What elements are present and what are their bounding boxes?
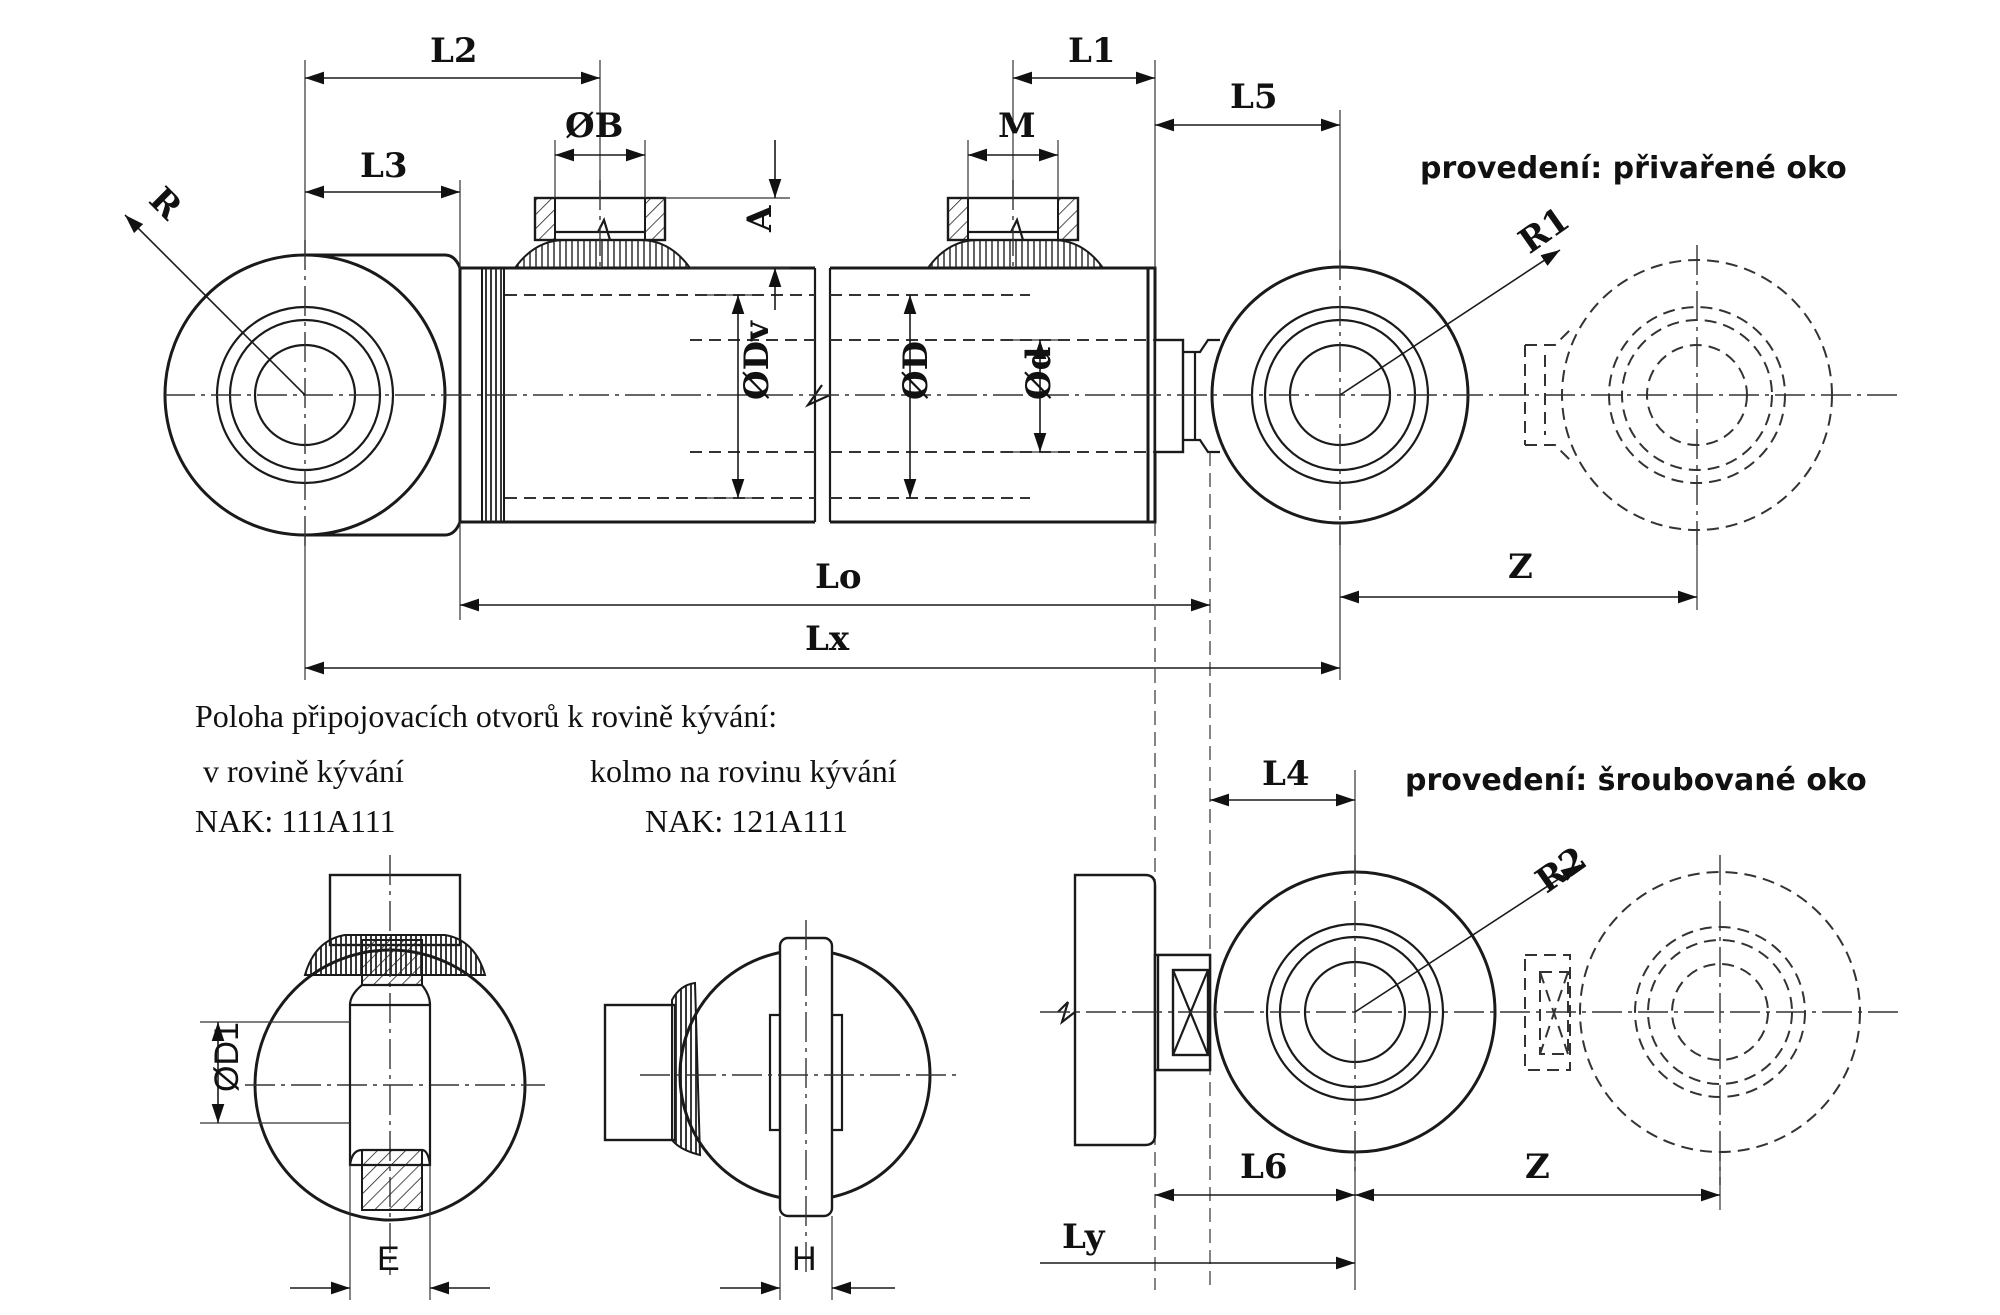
label-z-top: Z — [1508, 547, 1533, 587]
rod-stub — [1153, 338, 1185, 454]
label-lx: Lx — [805, 619, 850, 659]
label-r: R — [141, 180, 190, 229]
label-l4: L4 — [1262, 754, 1310, 794]
view-in-plane-dimensions: ØD1 E — [200, 1021, 490, 1300]
label-l5: L5 — [1230, 77, 1278, 117]
label-odv: ØDv — [737, 320, 777, 400]
label-r1: R1 — [1512, 199, 1577, 262]
note-col1-title: v rovině kývání — [203, 753, 404, 789]
note-col2-title: kolmo na rovinu kývání — [590, 753, 897, 789]
top-dimension-labels: L2 L3 ØB R A M L1 L5 R1 ØDv ØD Ød Lo Lx … — [141, 31, 1577, 659]
view-screwed-eye — [1040, 855, 1900, 1185]
port-b-weld — [513, 239, 692, 269]
label-od1: ØD1 — [208, 1022, 246, 1092]
label-ob: ØB — [565, 106, 623, 146]
view-perpendicular — [603, 920, 960, 1275]
label-od-rod: Ød — [1019, 347, 1059, 400]
title-welded-eye: provedení: přivařené oko — [1420, 151, 1847, 186]
label-m: M — [998, 106, 1036, 146]
view-perpendicular-dimensions: H — [720, 1216, 895, 1300]
label-e: E — [377, 1240, 400, 1278]
note-col2-code: NAK: 121A111 — [645, 803, 848, 839]
label-l2: L2 — [430, 31, 478, 71]
view-in-plane — [245, 855, 545, 1275]
label-lo: Lo — [815, 557, 862, 597]
label-z-bottom: Z — [1525, 1147, 1550, 1187]
label-l6: L6 — [1240, 1147, 1288, 1187]
top-dimensions — [124, 60, 1698, 1290]
label-l1: L1 — [1068, 31, 1116, 71]
label-l3: L3 — [360, 146, 408, 186]
title-screwed-eye: provedení: šroubované oko — [1405, 763, 1867, 798]
label-od: ØD — [896, 341, 936, 400]
note-col1-code: NAK: 111A111 — [195, 803, 396, 839]
label-ly: Ly — [1062, 1217, 1106, 1257]
label-h: H — [792, 1240, 817, 1278]
label-a: A — [740, 205, 780, 233]
connection-position-note: Poloha připojovacích otvorů k rovině kýv… — [195, 698, 897, 839]
port-m-weld — [926, 239, 1105, 269]
note-heading: Poloha připojovacích otvorů k rovině kýv… — [195, 698, 777, 734]
